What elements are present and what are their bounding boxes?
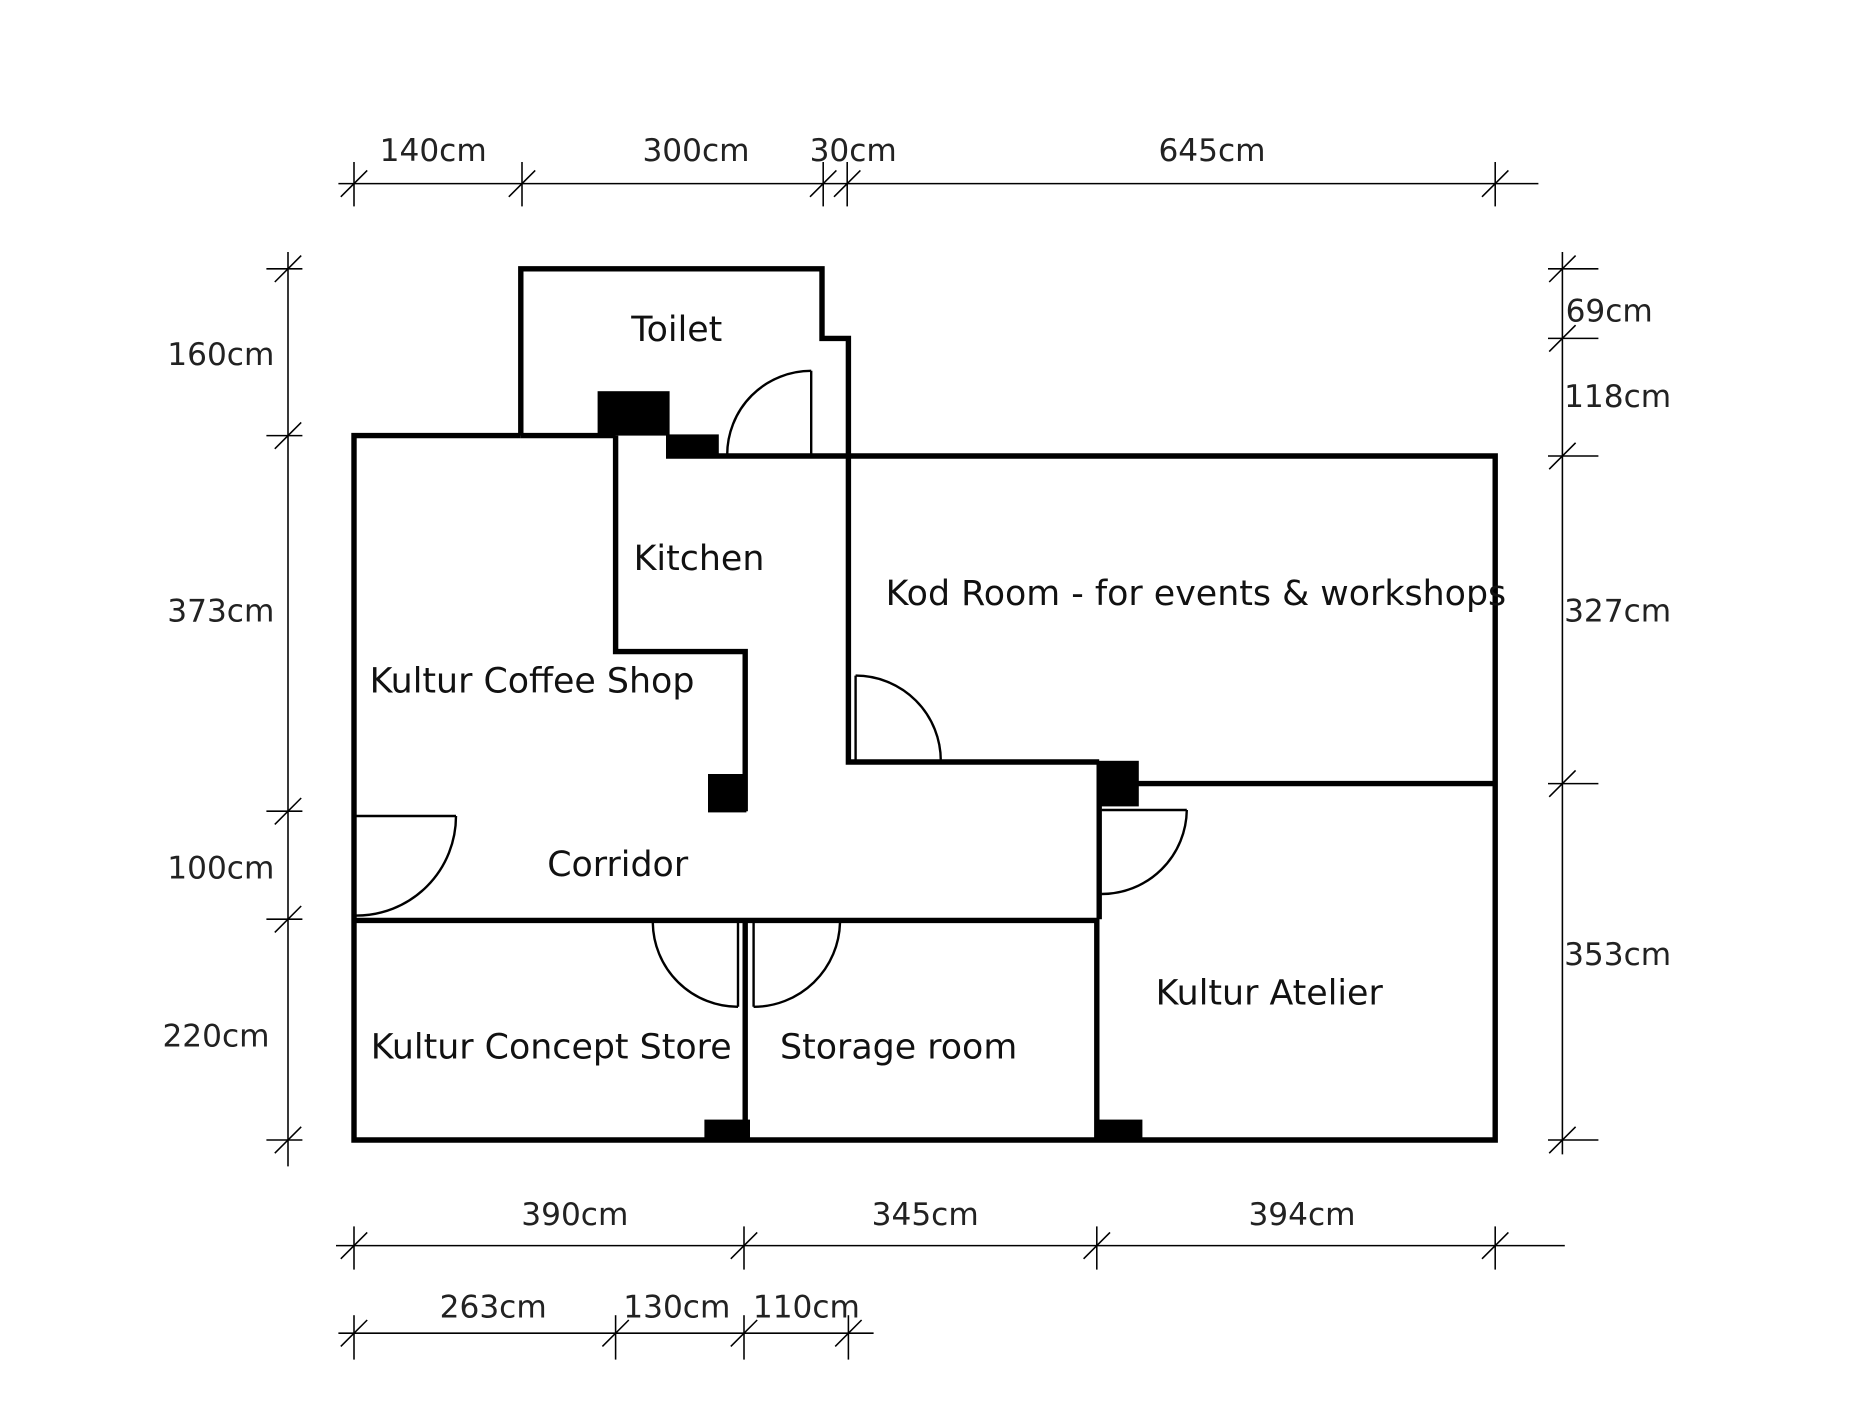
door-entrance bbox=[356, 814, 458, 917]
dim-bottom-2: 345cm bbox=[872, 1197, 979, 1233]
room-label-toilet: Toilet bbox=[630, 310, 722, 350]
dim-top-4: 645cm bbox=[1158, 133, 1265, 169]
dim-bottom-6: 110cm bbox=[753, 1290, 860, 1326]
dim-left-2: 373cm bbox=[167, 594, 274, 630]
dim-top-3: 30cm bbox=[810, 133, 897, 169]
dim-top-2: 300cm bbox=[642, 133, 749, 169]
room-label-kod-room: Kod Room - for events & workshops bbox=[886, 574, 1507, 614]
dim-right-2: 118cm bbox=[1564, 379, 1671, 415]
dim-bottom-5: 130cm bbox=[623, 1290, 730, 1326]
door-toilet bbox=[726, 369, 813, 455]
left-dimension-line bbox=[266, 252, 303, 1167]
dim-left-3: 100cm bbox=[167, 850, 274, 886]
door-kod-room bbox=[854, 674, 943, 761]
dim-left-1: 160cm bbox=[167, 337, 274, 373]
room-label-storage: Storage room bbox=[780, 1027, 1017, 1067]
walls bbox=[351, 266, 1498, 1143]
bottom-dimension-line-2 bbox=[338, 1315, 874, 1360]
dim-right-3: 327cm bbox=[1564, 594, 1671, 630]
dim-bottom-4: 263cm bbox=[440, 1290, 547, 1326]
bottom-dimension-line-1 bbox=[336, 1226, 1565, 1270]
dim-left-4: 220cm bbox=[162, 1018, 269, 1054]
top-dimension-line bbox=[338, 162, 1539, 207]
pillars bbox=[597, 391, 1143, 1142]
room-label-corridor: Corridor bbox=[547, 845, 689, 885]
room-label-coffee-shop: Kultur Coffee Shop bbox=[370, 661, 695, 701]
door-storage bbox=[752, 922, 842, 1009]
room-label-concept-store: Kultur Concept Store bbox=[371, 1027, 732, 1067]
room-label-kitchen: Kitchen bbox=[634, 539, 765, 579]
door-atelier bbox=[1101, 808, 1188, 896]
dim-bottom-3: 394cm bbox=[1248, 1197, 1355, 1233]
dim-right-4: 353cm bbox=[1564, 937, 1671, 973]
room-label-atelier: Kultur Atelier bbox=[1156, 973, 1384, 1013]
dim-bottom-1: 390cm bbox=[521, 1197, 628, 1233]
right-dimension-line bbox=[1548, 252, 1599, 1155]
door-concept-store bbox=[651, 922, 740, 1009]
dim-top-1: 140cm bbox=[380, 133, 487, 169]
dim-right-1: 69cm bbox=[1566, 294, 1653, 330]
